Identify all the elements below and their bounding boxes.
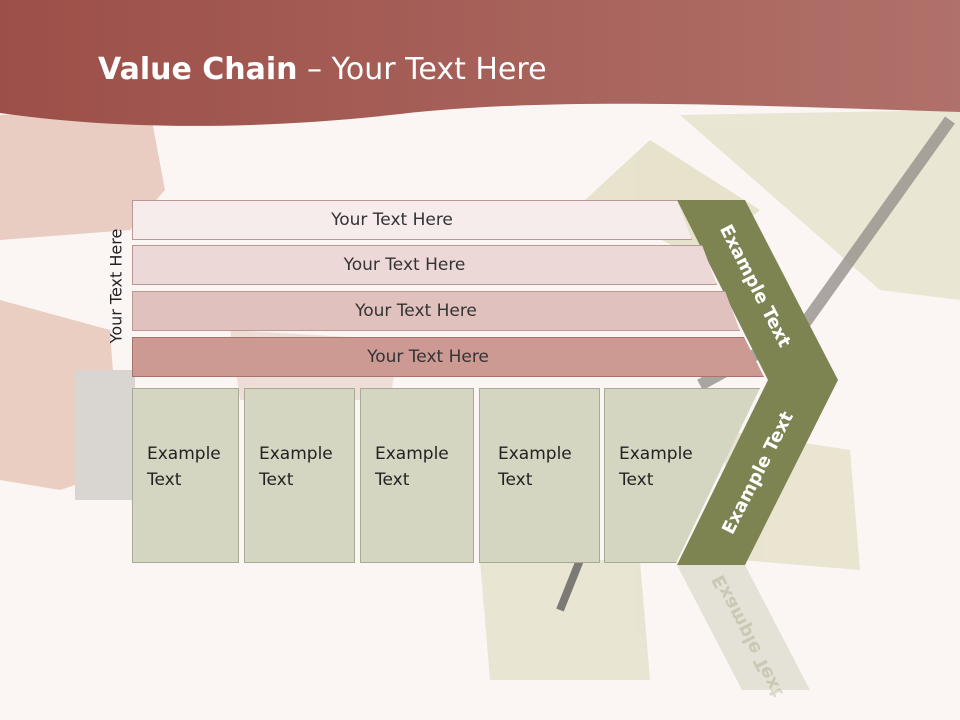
bar-4-label: Your Text Here: [367, 347, 489, 367]
bar-4: Your Text Here: [132, 337, 764, 377]
box-4-line1: Example: [498, 444, 572, 464]
title-bold: Value Chain: [98, 52, 298, 87]
bar-2: Your Text Here: [132, 245, 717, 285]
side-label: Your Text Here: [106, 228, 126, 344]
box-3: Example Text: [360, 388, 474, 563]
bar-3: Your Text Here: [132, 291, 740, 331]
slide-title: Value Chain – Your Text Here: [98, 52, 547, 87]
chevron-reflection: [677, 565, 810, 690]
box-1: Example Text: [132, 388, 239, 563]
bar-1-label: Your Text Here: [331, 210, 453, 230]
chevron-arrow: [677, 200, 838, 565]
box-5-line1: Example: [619, 444, 693, 464]
box-2-line2: Text: [259, 470, 294, 490]
box-2-line1: Example: [259, 444, 333, 464]
header-band: [0, 0, 960, 126]
box-1-line1: Example: [147, 444, 221, 464]
box-2: Example Text: [244, 388, 355, 563]
box-1-line2: Text: [147, 470, 182, 490]
box-4: Example Text: [479, 388, 600, 563]
box-5-line2: Text: [619, 470, 654, 490]
box-4-line2: Text: [498, 470, 533, 490]
title-rest: – Your Text Here: [297, 52, 547, 87]
bar-3-label: Your Text Here: [355, 301, 477, 321]
bar-2-label: Your Text Here: [343, 255, 466, 275]
bar-1: Your Text Here: [132, 200, 692, 240]
box-3-line2: Text: [375, 470, 410, 490]
box-3-line1: Example: [375, 444, 449, 464]
